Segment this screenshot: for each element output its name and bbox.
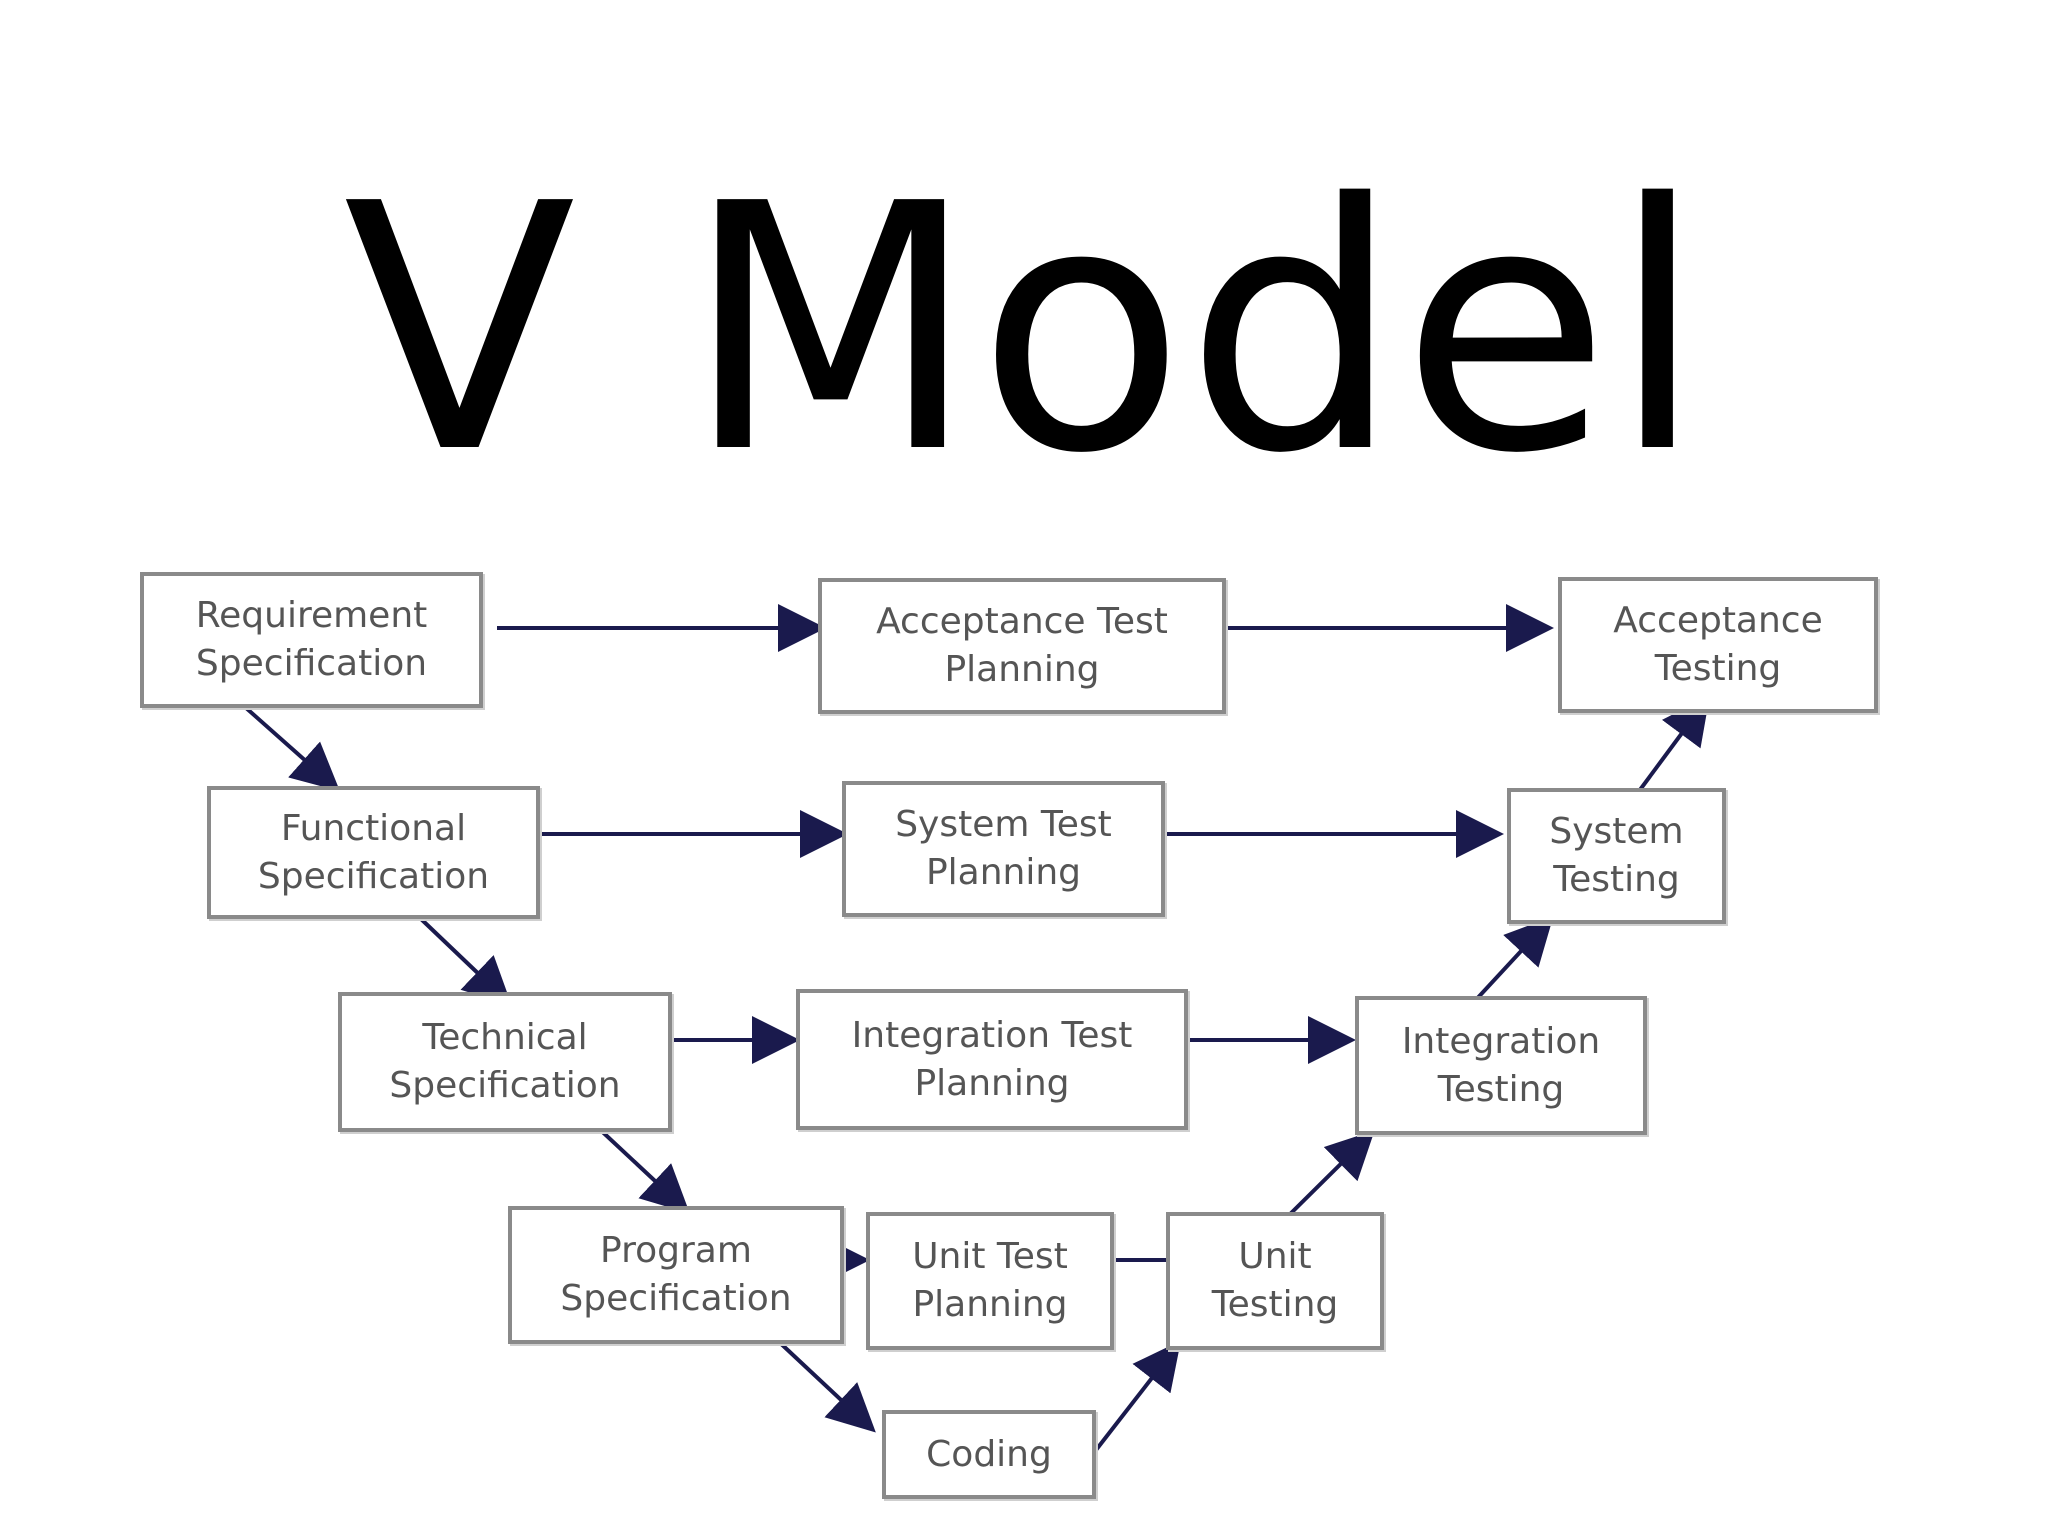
acceptance-test-planning-label: Acceptance Test Planning	[876, 601, 1168, 690]
unit-test-planning-label: Unit Test Planning	[912, 1236, 1068, 1325]
unit-test-planning-box: Unit Test Planning	[866, 1212, 1114, 1350]
system-test-planning-box: System Test Planning	[842, 781, 1165, 917]
arrow-coding-to-unit-testing	[1094, 1340, 1181, 1452]
program-specification-label: Program Specification	[560, 1230, 792, 1319]
technical-specification-label: Technical Specification	[389, 1017, 621, 1106]
functional-specification-label: Functional Specification	[257, 807, 490, 897]
acceptance-testing-box: Acceptance Testing	[1558, 577, 1878, 713]
acceptance-test-planning-box: Acceptance Test Planning	[818, 578, 1226, 714]
integration-test-planning-box: Integration Test Planning	[796, 989, 1188, 1130]
page-title: V Model	[343, 132, 1705, 528]
requirement-specification-box: Requirement Specification	[140, 572, 483, 708]
functional-specification-box: Functional Specification	[207, 786, 540, 919]
arrow-program-to-coding	[775, 1338, 876, 1433]
arrow-requirement-to-functional	[243, 705, 340, 792]
coding-box: Coding	[882, 1410, 1096, 1499]
system-testing-box: System Testing	[1507, 788, 1726, 924]
coding-label: Coding	[926, 1433, 1052, 1475]
arrow-technical-to-program	[592, 1122, 690, 1214]
system-testing-label: System Testing	[1549, 811, 1684, 900]
integration-testing-label: Integration Testing	[1401, 1020, 1601, 1110]
acceptance-testing-label: Acceptance Testing	[1613, 600, 1823, 689]
integration-test-planning-label: Integration Test Planning	[851, 1014, 1133, 1104]
requirement-specification-label: Requirement Specification	[195, 595, 428, 684]
unit-testing-label: Unit Testing	[1211, 1236, 1339, 1325]
technical-specification-box: Technical Specification	[338, 992, 672, 1132]
program-specification-box: Program Specification	[508, 1206, 844, 1344]
system-test-planning-label: System Test Planning	[895, 804, 1112, 893]
unit-testing-box: Unit Testing	[1166, 1212, 1384, 1350]
arrow-functional-to-technical	[418, 916, 512, 1006]
integration-testing-box: Integration Testing	[1355, 996, 1647, 1135]
